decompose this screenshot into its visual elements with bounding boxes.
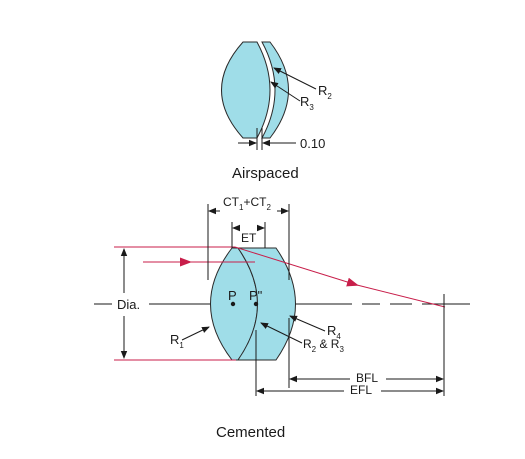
airspaced-rear-element <box>261 41 289 139</box>
r3-subscript: 3 <box>339 345 344 354</box>
r1-label: R1 <box>170 332 184 350</box>
airspaced-front-element <box>221 41 271 139</box>
airspaced-doublet <box>221 41 317 150</box>
r23-leader <box>260 322 303 344</box>
airspaced-caption: Airspaced <box>232 165 299 182</box>
r23-label: R2 & R3 <box>303 337 344 354</box>
airspaced-r3-letter: R <box>300 94 310 109</box>
airspaced-r2-leader <box>273 67 317 90</box>
r2-subscript: 2 <box>311 345 317 354</box>
airspaced-r3-leader <box>270 81 301 102</box>
r3-letter: & R <box>316 337 340 351</box>
et-label: ET <box>241 231 257 245</box>
r4-label: R4 <box>327 323 341 341</box>
ray-refracted-tail <box>354 284 446 308</box>
airspaced-r2-subscript: 2 <box>327 92 332 101</box>
ct1-letter: CT <box>223 195 239 209</box>
r4-leader <box>289 315 326 332</box>
ct-label: CT1+CT2 <box>223 195 271 212</box>
r1-leader <box>181 326 210 341</box>
principal-point-p-double <box>253 301 259 307</box>
cemented-caption: Cemented <box>216 424 286 441</box>
r4-letter: R <box>327 323 337 338</box>
ct2-subscript: 2 <box>266 203 271 212</box>
cemented-rear-element <box>237 247 296 361</box>
p-double-label: P" <box>249 288 263 303</box>
efl-label: EFL <box>350 383 373 397</box>
r1-letter: R <box>170 332 180 347</box>
airspaced-r3-label: R3 <box>300 94 314 112</box>
cemented-doublet <box>94 204 470 396</box>
airspaced-r3-subscript: 3 <box>309 103 314 112</box>
r1-subscript: 1 <box>179 341 184 350</box>
p-label: P <box>228 288 237 303</box>
airspaced-gap-label: 0.10 <box>300 136 326 151</box>
ct2-letter: +CT <box>243 195 267 209</box>
airspaced-r2-label: R2 <box>318 83 332 101</box>
r2-letter: R <box>303 337 312 351</box>
principal-point-p <box>230 301 236 307</box>
airspaced-r2-letter: R <box>318 83 328 98</box>
r4-subscript: 4 <box>336 332 341 341</box>
bfl-label: BFL <box>356 371 379 385</box>
ct1-subscript: 1 <box>239 203 244 212</box>
dia-label: Dia. <box>117 297 141 312</box>
ray-refracted <box>234 246 359 287</box>
